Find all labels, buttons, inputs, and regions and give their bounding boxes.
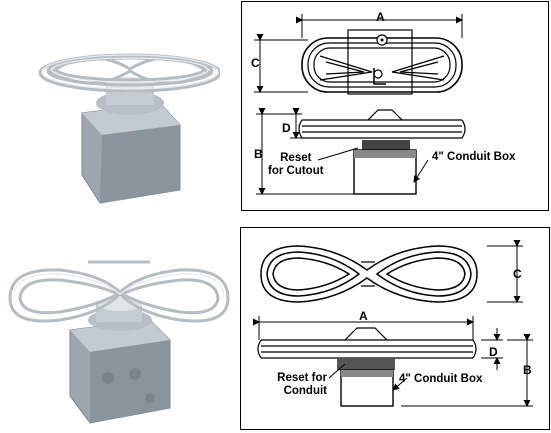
bottom-dimension-d-label: D: [489, 345, 498, 359]
bottom-dimension-a-label: A: [359, 309, 368, 323]
top-heater-photo: [20, 25, 222, 205]
top-heater-illustration: [38, 53, 222, 204]
top-dimension-a-label: A: [376, 10, 385, 24]
top-reset-label-line1: Reset: [280, 152, 312, 164]
bottom-dimension-b-label: B: [523, 363, 532, 377]
bottom-diagram-drawing: [253, 240, 533, 407]
bottom-reset-label-line2: Conduit: [283, 385, 327, 398]
bottom-reset-label: Reset for Conduit: [259, 372, 327, 398]
top-reset-label: Reset for Cutout: [268, 152, 324, 178]
bottom-dimension-diagram: C A D B Reset for Conduit 4" Conduit Box: [240, 227, 550, 430]
top-dimension-d-label: D: [282, 121, 291, 135]
top-dimension-b-label: B: [254, 147, 263, 161]
bottom-conduit-box-label: 4" Conduit Box: [399, 373, 483, 385]
top-dimension-diagram: A C B D Reset for Cutout 4" Conduit Box: [241, 1, 549, 211]
top-dimension-c-label: C: [251, 56, 260, 70]
bottom-heater-photo: [0, 248, 230, 428]
top-conduit-box-label: 4" Conduit Box: [432, 151, 516, 163]
top-reset-label-line2: for Cutout: [268, 165, 324, 178]
bottom-heater-illustration: [8, 260, 230, 424]
bottom-reset-label-line1: Reset for: [277, 372, 327, 384]
bottom-dimension-c-label: C: [513, 267, 522, 281]
top-diagram-drawing: [254, 14, 466, 195]
